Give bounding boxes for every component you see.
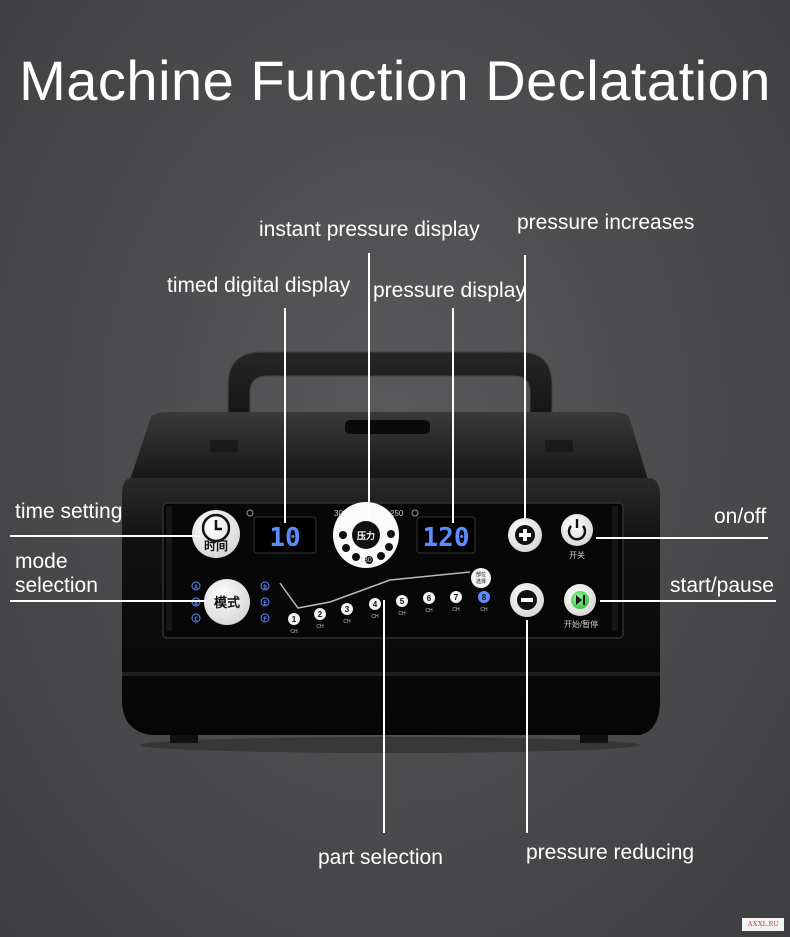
page-title: Machine Function Declatation xyxy=(19,49,771,112)
start-pause-button[interactable] xyxy=(564,584,596,616)
label-mode-selection-1: mode xyxy=(15,550,68,573)
channel-number: 1 xyxy=(292,615,297,624)
mode-indicators-right: D E F xyxy=(260,581,270,623)
label-pressure-increases: pressure increases xyxy=(517,211,695,234)
leader-instant-pressure xyxy=(368,253,370,521)
channel-indicator-icon xyxy=(423,592,435,604)
channel-number: 6 xyxy=(427,594,432,603)
leader-timed-digital xyxy=(284,308,286,523)
dial-min: 30 xyxy=(334,509,343,518)
time-readout: 10 xyxy=(269,523,300,553)
channel-7[interactable]: 7CH xyxy=(450,591,462,613)
channel-8[interactable]: 8CH xyxy=(478,591,490,613)
channel-number: 8 xyxy=(482,593,487,602)
start-pause-label: 开始/暂停 xyxy=(564,619,598,629)
leader-mode-selection xyxy=(10,600,207,602)
time-setting-button[interactable]: 时间 xyxy=(192,510,240,558)
leader-pressure-reducing xyxy=(526,620,528,833)
channel-suffix: CH xyxy=(425,608,433,614)
channel-number: 5 xyxy=(400,597,405,606)
channel-suffix: CH xyxy=(480,607,488,613)
channel-suffix: CH xyxy=(452,607,460,613)
label-pressure-display: pressure display xyxy=(373,279,526,302)
channel-number: 3 xyxy=(345,605,350,614)
time-button-label: 时间 xyxy=(204,538,228,553)
leader-on-off xyxy=(596,537,768,539)
leg-outline xyxy=(279,571,471,609)
label-pressure-reducing: pressure reducing xyxy=(526,841,695,864)
svg-text:F: F xyxy=(263,616,267,623)
channel-suffix: CH xyxy=(316,624,324,630)
channel-indicator-icon xyxy=(396,595,408,607)
channel-number: 7 xyxy=(454,593,459,602)
leader-pressure-display xyxy=(452,308,454,523)
leader-time-setting xyxy=(10,535,200,537)
channel-suffix: CH xyxy=(343,619,351,625)
channel-6[interactable]: 6CH xyxy=(423,592,435,614)
label-on-off: on/off xyxy=(714,505,767,528)
label-part-selection: part selection xyxy=(318,846,443,869)
mode-button-label: 模式 xyxy=(214,595,240,610)
svg-text:D: D xyxy=(263,584,267,591)
channel-indicator-icon xyxy=(341,603,353,615)
channel-indicator-icon xyxy=(450,591,462,603)
svg-text:部位: 部位 xyxy=(476,571,486,578)
label-time-setting: time setting xyxy=(15,500,123,523)
dial-max: 250 xyxy=(390,509,404,518)
label-start-pause: start/pause xyxy=(670,574,774,597)
pressure-increase-button[interactable] xyxy=(508,518,542,552)
channel-number: 2 xyxy=(318,610,323,619)
watermark: AXXL.RU xyxy=(742,918,784,931)
pressure-dial-label: 压力 xyxy=(357,530,375,541)
leader-part-selection xyxy=(383,600,385,833)
mode-indicators-left: A B C xyxy=(191,581,201,623)
channel-4[interactable]: 4CH xyxy=(369,598,381,620)
label-instant-pressure-display: instant pressure display xyxy=(259,218,480,241)
svg-text:选择: 选择 xyxy=(476,578,486,585)
channel-number: 4 xyxy=(373,600,378,609)
channel-indicator-icon xyxy=(369,598,381,610)
channel-suffix: CH xyxy=(371,614,379,620)
dial-mid: 130 xyxy=(360,557,372,564)
channel-suffix: CH xyxy=(398,611,406,617)
power-button[interactable] xyxy=(561,514,593,546)
label-mode-selection-2: selection xyxy=(15,574,98,597)
channel-indicator-icon xyxy=(478,591,490,603)
mode-selection-button[interactable]: 模式 xyxy=(204,579,250,625)
power-label: 开关 xyxy=(569,550,585,560)
channel-2[interactable]: 2CH xyxy=(314,608,326,630)
channel-3[interactable]: 3CH xyxy=(341,603,353,625)
svg-text:A: A xyxy=(194,584,198,591)
channel-indicator-icon xyxy=(314,608,326,620)
svg-text:E: E xyxy=(263,600,267,607)
pressure-dial-indicator: 压力 xyxy=(333,502,399,568)
pressure-decrease-button[interactable] xyxy=(510,583,544,617)
leader-pressure-increases xyxy=(524,255,526,518)
channel-indicator-icon xyxy=(288,613,300,625)
channel-1[interactable]: 1CH xyxy=(288,613,300,635)
label-timed-digital-display: timed digital display xyxy=(167,274,351,297)
channel-5[interactable]: 5CH xyxy=(396,595,408,617)
leader-start-pause xyxy=(600,600,776,602)
pressure-readout: 120 xyxy=(423,523,470,553)
channel-suffix: CH xyxy=(290,629,298,635)
svg-text:B: B xyxy=(194,600,198,607)
svg-text:C: C xyxy=(194,616,198,623)
part-select-badge: 部位 选择 xyxy=(471,568,491,588)
